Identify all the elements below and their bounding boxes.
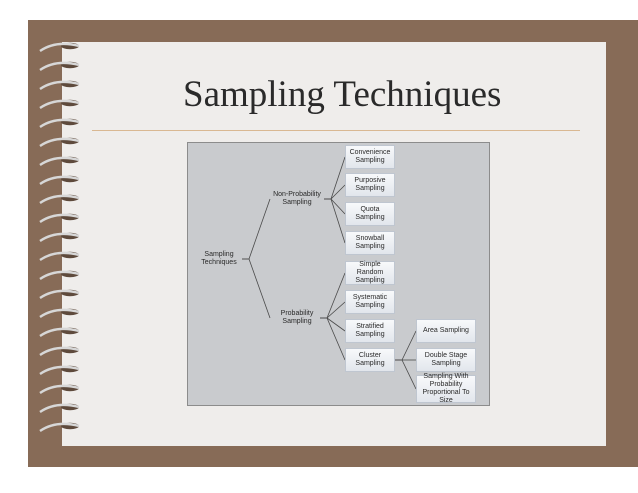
node-area: Area Sampling	[416, 319, 476, 343]
connector-line	[330, 184, 346, 200]
binding-ring	[39, 232, 80, 243]
binding-ring	[39, 118, 80, 129]
binding-ring	[39, 270, 80, 281]
node-non-probability: Non-Probability Sampling	[273, 191, 321, 206]
binding-ring	[39, 156, 80, 167]
connector-line	[401, 359, 417, 390]
node-double-stage: Double Stage Sampling	[416, 348, 476, 372]
spiral-binding	[39, 42, 80, 433]
binding-ring	[39, 346, 80, 357]
binding-ring	[39, 327, 80, 338]
connector-line	[330, 156, 346, 200]
slide-title: Sampling Techniques	[183, 74, 502, 115]
node-convenience: Convenience Sampling	[345, 145, 395, 169]
tree-connectors	[242, 156, 417, 390]
connector-line	[248, 258, 271, 319]
node-pps: Sampling With Probability Proportional T…	[416, 373, 476, 404]
node-stratified: Stratified Sampling	[345, 319, 395, 343]
binding-ring	[39, 365, 80, 376]
binding-ring	[39, 99, 80, 110]
binding-ring	[39, 422, 80, 433]
connector-line	[330, 198, 346, 215]
node-root: Sampling Techniques	[201, 251, 237, 266]
binding-ring	[39, 137, 80, 148]
connector-line	[326, 301, 346, 319]
binding-ring	[39, 175, 80, 186]
binding-ring	[39, 289, 80, 300]
node-snowball: Snowball Sampling	[345, 231, 395, 255]
binding-ring	[39, 80, 80, 91]
node-cluster: Cluster Sampling	[345, 348, 395, 372]
binding-ring	[39, 42, 80, 53]
binding-ring	[39, 61, 80, 72]
connector-line	[401, 330, 417, 361]
binding-ring	[39, 213, 80, 224]
binding-ring	[39, 308, 80, 319]
sampling-tree-diagram: Sampling Techniques Non-Probability Samp…	[187, 142, 490, 406]
binding-ring	[39, 251, 80, 262]
node-systematic: Systematic Sampling	[345, 290, 395, 314]
connector-line	[330, 198, 346, 244]
node-purposive: Purposive Sampling	[345, 173, 395, 197]
connector-line	[326, 317, 346, 361]
binding-ring	[39, 384, 80, 395]
binding-ring	[39, 194, 80, 205]
node-simple-random: Simple Random Sampling	[345, 261, 395, 285]
node-probability: Probability Sampling	[280, 310, 314, 325]
binding-ring	[39, 403, 80, 414]
title-underline	[92, 130, 580, 131]
connector-line	[248, 198, 271, 260]
connector-line	[326, 272, 346, 319]
node-quota: Quota Sampling	[345, 202, 395, 226]
connector-line	[326, 317, 346, 332]
